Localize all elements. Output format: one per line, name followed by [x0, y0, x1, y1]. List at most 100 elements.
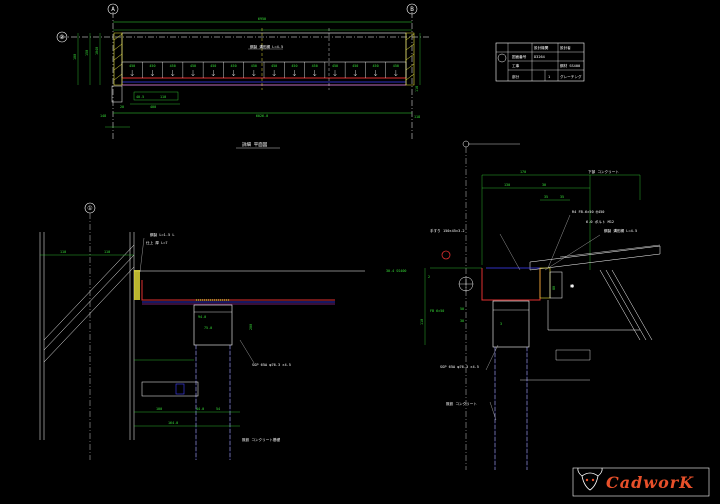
- left-note-4: 既設 コンクリート基礎: [242, 437, 281, 442]
- segment-dim-label: 450: [332, 64, 338, 68]
- tb-cell-8: 1: [548, 75, 550, 79]
- small-dim-1: 40.5: [136, 95, 144, 99]
- left-dim-2: 150: [85, 50, 89, 56]
- segment-dim-label: 450: [170, 64, 176, 68]
- right-dim-1: 118: [415, 86, 419, 92]
- left-sec-dim-7: 44.0: [196, 407, 204, 411]
- right-left-label-1: 30.4 SS400: [386, 269, 406, 273]
- tb-cell-3: 図面番号: [512, 54, 527, 59]
- bolt-mark-icon: ✱: [570, 282, 575, 290]
- right-top-dim-1: 170: [520, 170, 526, 174]
- left-sec-dim-2: 110: [104, 250, 110, 254]
- segment-dim-label: 450: [373, 64, 379, 68]
- left-section-detail: ① 110 110 94.0 75.0 200 10: [39, 202, 365, 460]
- grid-bubble-two-label: ②: [59, 34, 64, 41]
- right-top-note: 下部 コンクリート: [588, 169, 619, 174]
- right-top-dim-3: 30: [542, 183, 546, 187]
- segment-dim-label: 450: [271, 64, 277, 68]
- small-dim-4: 20: [120, 105, 124, 109]
- left-sec-dim-5: 200: [249, 324, 253, 330]
- segment-arrow: [272, 70, 276, 77]
- right-mid-dim: 80: [552, 286, 556, 290]
- dim-overall: 6950: [258, 17, 266, 21]
- segment-arrow: [191, 70, 195, 77]
- left-sec-dim-8: 54: [216, 407, 220, 411]
- tb-cell-1: 設計機関: [534, 45, 549, 50]
- grid-bubble-b: B: [406, 3, 418, 15]
- segment-dim-label: 450: [352, 64, 358, 68]
- grid-bubble-a-label: A: [111, 6, 115, 13]
- small-dim-2: 110: [160, 95, 166, 99]
- left-dim-3: 1040: [95, 47, 99, 55]
- tb-cell-9: グレーチング: [560, 74, 582, 79]
- right-note-5: SGP 65A φ76.3 ×4.5: [440, 365, 479, 369]
- left-note-1: 鋼製 L=1.5 L: [150, 232, 175, 237]
- segment-arrow: [373, 70, 378, 77]
- grid-bubble-a: A: [107, 3, 119, 15]
- title-block-emblem: [497, 53, 507, 63]
- left-sec-dim-3: 94.0: [198, 315, 206, 319]
- right-note-3: 6.0 ボルト M12: [586, 219, 614, 224]
- right-top-dim-5: 35: [560, 195, 564, 199]
- tb-cell-2: 設計者: [560, 45, 571, 50]
- segment-dim-label: 450: [190, 64, 196, 68]
- right-note-2: 鋼製 溝形鋼 L=4.5: [604, 228, 637, 233]
- right-left-label-2: FB 6×50: [430, 309, 444, 313]
- left-sec-dim-6: 100: [156, 407, 162, 411]
- segment-arrow: [150, 70, 155, 77]
- title-block: 設計機関 設計者 図面番号 D3264 工事 鋼材 SS400 部分 1 グレー…: [495, 42, 585, 82]
- segment-arrow: [292, 70, 297, 77]
- segment-dim-label: 450: [291, 64, 297, 68]
- right-side-dim-2: 110: [420, 319, 424, 325]
- right-dim-2: 118: [414, 115, 420, 119]
- left-sec-dim-1: 110: [60, 250, 66, 254]
- grid-bubble-two: ②: [56, 31, 68, 43]
- left-dim-1: 100: [73, 54, 77, 60]
- segment-dim-label: 450: [231, 64, 237, 68]
- tb-cell-4: D3264: [534, 55, 545, 59]
- right-note-6: 既設 コンクリート: [446, 401, 477, 406]
- right-side-dim-1: 2: [428, 275, 430, 279]
- right-note-4: 手すり 150×45×3.2: [430, 228, 465, 233]
- segment-dim-label: 450: [393, 64, 399, 68]
- segment-arrow: [211, 70, 215, 77]
- bull-skull-icon: [577, 467, 603, 491]
- logo-text: CadworK: [606, 473, 694, 492]
- cadwork-logo: CadworK: [572, 467, 710, 497]
- dim-bottom-total: 6026.0: [256, 114, 268, 118]
- segment-dim-label: 450: [312, 64, 318, 68]
- segment-arrow: [231, 70, 236, 77]
- grid-bubble-one: ①: [84, 202, 96, 214]
- segment-arrow: [252, 70, 256, 77]
- right-side-dim-4: 30: [460, 319, 464, 323]
- right-left-label-3: 3: [500, 322, 502, 326]
- top-note: 鋼製 溝形鋼 L=4.5: [250, 44, 283, 49]
- right-side-dim-3: 50: [460, 307, 464, 311]
- segment-dim-label: 450: [149, 64, 155, 68]
- tb-cell-5: 工事: [512, 63, 520, 68]
- left-note-3: SGP 65A φ76.3 ×4.5: [252, 363, 291, 367]
- grid-bubble-b-label: B: [410, 6, 414, 13]
- segment-arrow: [353, 70, 357, 77]
- grid-bubble-one-label: ①: [87, 205, 92, 212]
- tb-cell-6: 鋼材 SS400: [560, 63, 580, 68]
- right-note-1: R4 FB-6×50 @450: [572, 210, 604, 214]
- right-top-dim-4: 35: [544, 195, 548, 199]
- segment-dim-label: 450: [251, 64, 257, 68]
- small-dim-3: 400: [150, 105, 156, 109]
- small-dim-5: 148: [100, 114, 106, 118]
- segment-dim-label: 450: [129, 64, 135, 68]
- segment-arrow: [130, 70, 134, 77]
- left-note-2: 仕上 厚 L=7: [146, 240, 168, 245]
- segment-arrow: [171, 70, 175, 77]
- right-top-dim-2: 130: [504, 183, 510, 187]
- segment-dim-label: 450: [210, 64, 216, 68]
- segment-arrow: [394, 70, 398, 77]
- segment-dimensions: 450 450 450 450 450 450 450 450 450 450 450 450 450 4…: [121, 62, 407, 78]
- tb-cell-7: 部分: [512, 74, 520, 79]
- segment-arrow: [333, 70, 337, 77]
- left-sec-dim-4: 75.0: [204, 326, 212, 330]
- left-sec-dim-9: 164.0: [168, 421, 178, 425]
